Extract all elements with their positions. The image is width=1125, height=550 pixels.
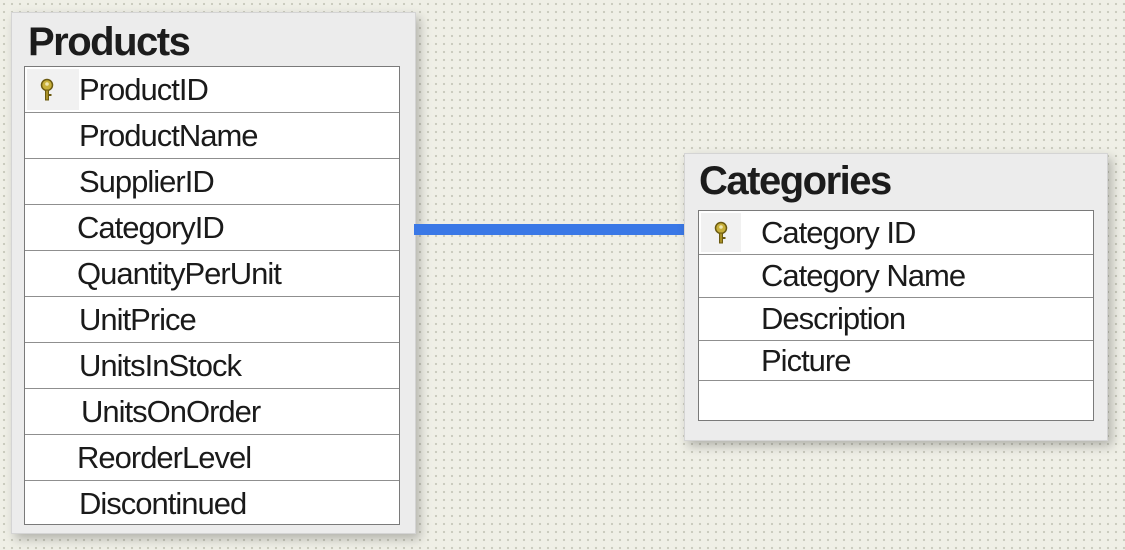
field-label: Category ID	[761, 214, 916, 250]
field-row-unitprice[interactable]: UnitPrice	[25, 297, 399, 343]
field-row-category-name[interactable]: Category Name	[699, 255, 1093, 298]
field-label: ReorderLevel	[77, 439, 252, 475]
field-row-quantityperunit[interactable]: QuantityPerUnit	[25, 251, 399, 297]
field-row-categoryid[interactable]: CategoryID	[25, 205, 399, 251]
field-row-empty[interactable]	[699, 381, 1093, 419]
field-label: ProductID	[79, 71, 209, 107]
field-label: UnitPrice	[79, 301, 197, 337]
relationship-line[interactable]	[414, 224, 684, 235]
field-label: CategoryID	[77, 209, 225, 245]
field-row-productid[interactable]: ProductID	[25, 67, 399, 113]
field-row-unitsinstock[interactable]: UnitsInStock	[25, 343, 399, 389]
field-label: ProductName	[79, 117, 259, 153]
field-label: Picture	[761, 343, 851, 378]
field-row-productname[interactable]: ProductName	[25, 113, 399, 159]
field-label: Category Name	[761, 258, 966, 293]
field-row-reorderlevel[interactable]: ReorderLevel	[25, 435, 399, 481]
field-row-unitsonorder[interactable]: UnitsOnOrder	[25, 389, 399, 435]
field-label: Description	[761, 301, 906, 336]
categories-table-title: Categories	[699, 159, 892, 203]
products-table-title: Products	[28, 20, 191, 64]
field-label: QuantityPerUnit	[77, 255, 282, 291]
field-row-category-id[interactable]: Category ID	[699, 211, 1093, 255]
field-label: Discontinued	[79, 485, 247, 521]
field-row-supplierid[interactable]: SupplierID	[25, 159, 399, 205]
products-field-list: ProductID ProductName SupplierID Categor…	[24, 66, 400, 525]
primary-key-icon	[37, 77, 57, 103]
field-label: UnitsOnOrder	[81, 393, 261, 429]
field-label: UnitsInStock	[79, 347, 242, 383]
categories-table[interactable]: Categories Category ID Category Name	[684, 153, 1108, 441]
row-selector	[27, 69, 79, 110]
field-row-picture[interactable]: Picture	[699, 341, 1093, 381]
categories-field-list: Category ID Category Name Description Pi…	[698, 210, 1094, 421]
products-table[interactable]: Products ProductID ProductName Supp	[11, 12, 416, 534]
primary-key-icon	[711, 220, 731, 246]
field-row-description[interactable]: Description	[699, 298, 1093, 341]
field-label: SupplierID	[79, 163, 215, 199]
field-row-discontinued[interactable]: Discontinued	[25, 481, 399, 526]
